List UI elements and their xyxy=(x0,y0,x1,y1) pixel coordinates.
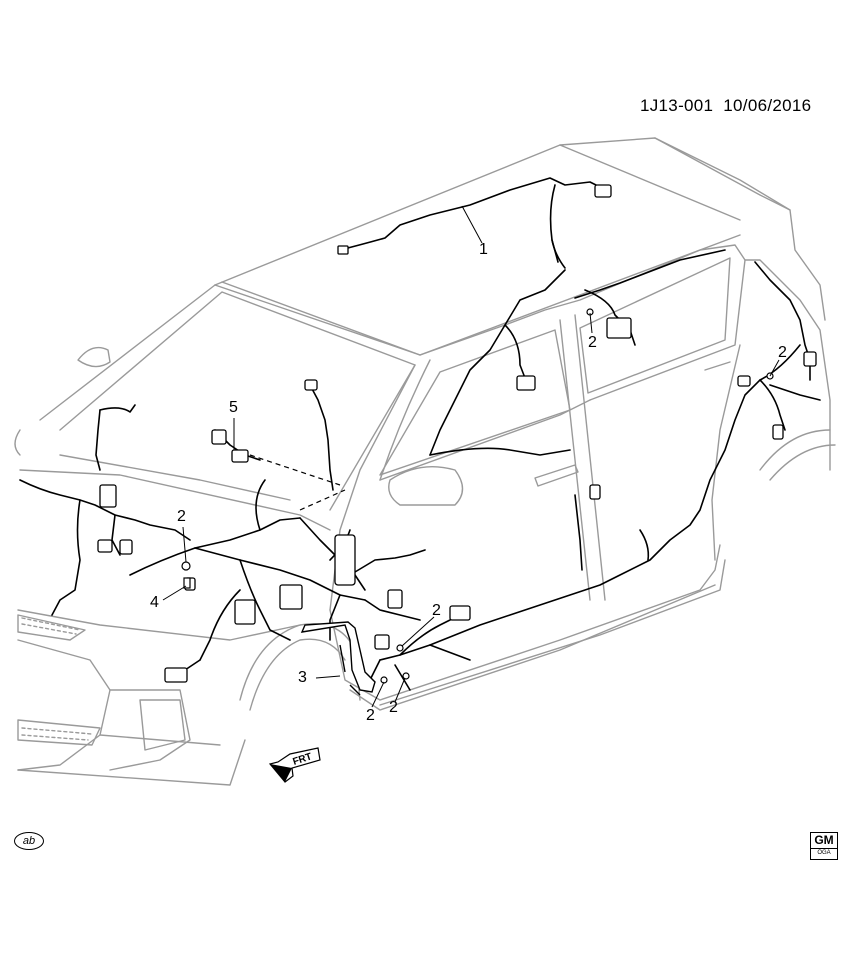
callout-1: 1 xyxy=(479,241,488,258)
callout-3: 3 xyxy=(298,669,307,686)
harness-connectors xyxy=(97,184,817,683)
vehicle-body-outline xyxy=(14,137,836,786)
diagram-id: 1J13-001 xyxy=(640,96,714,115)
callout-2-lower-b: 2 xyxy=(389,699,398,716)
callout-4: 4 xyxy=(150,594,159,611)
callout-5: 5 xyxy=(229,399,238,416)
callout-2-dash: 2 xyxy=(177,508,186,525)
diagram-date: 10/06/2016 xyxy=(723,96,812,115)
callout-2-lower-a: 2 xyxy=(366,707,375,724)
gm-logo: GM OGA xyxy=(810,832,838,860)
front-direction-arrow-icon: FRT xyxy=(268,747,321,783)
item-5-dashed-leader xyxy=(249,454,341,486)
callout-leader-lines xyxy=(162,205,780,708)
callout-2-rocker: 2 xyxy=(432,602,441,619)
gm-logo-sub: OGA xyxy=(811,848,837,857)
wiring-harness-lines xyxy=(19,177,821,691)
diagram-reference: 1J13-001 10/06/2016 xyxy=(640,96,821,116)
item-5-dashed-leader-2 xyxy=(299,489,346,511)
callout-2-b-pillar: 2 xyxy=(588,334,597,351)
bolt-fasteners xyxy=(181,308,774,684)
harness-bracket xyxy=(300,621,376,696)
gm-logo-main: GM xyxy=(814,833,834,847)
callout-2-rear: 2 xyxy=(778,344,787,361)
ab-badge: ab xyxy=(14,832,44,850)
